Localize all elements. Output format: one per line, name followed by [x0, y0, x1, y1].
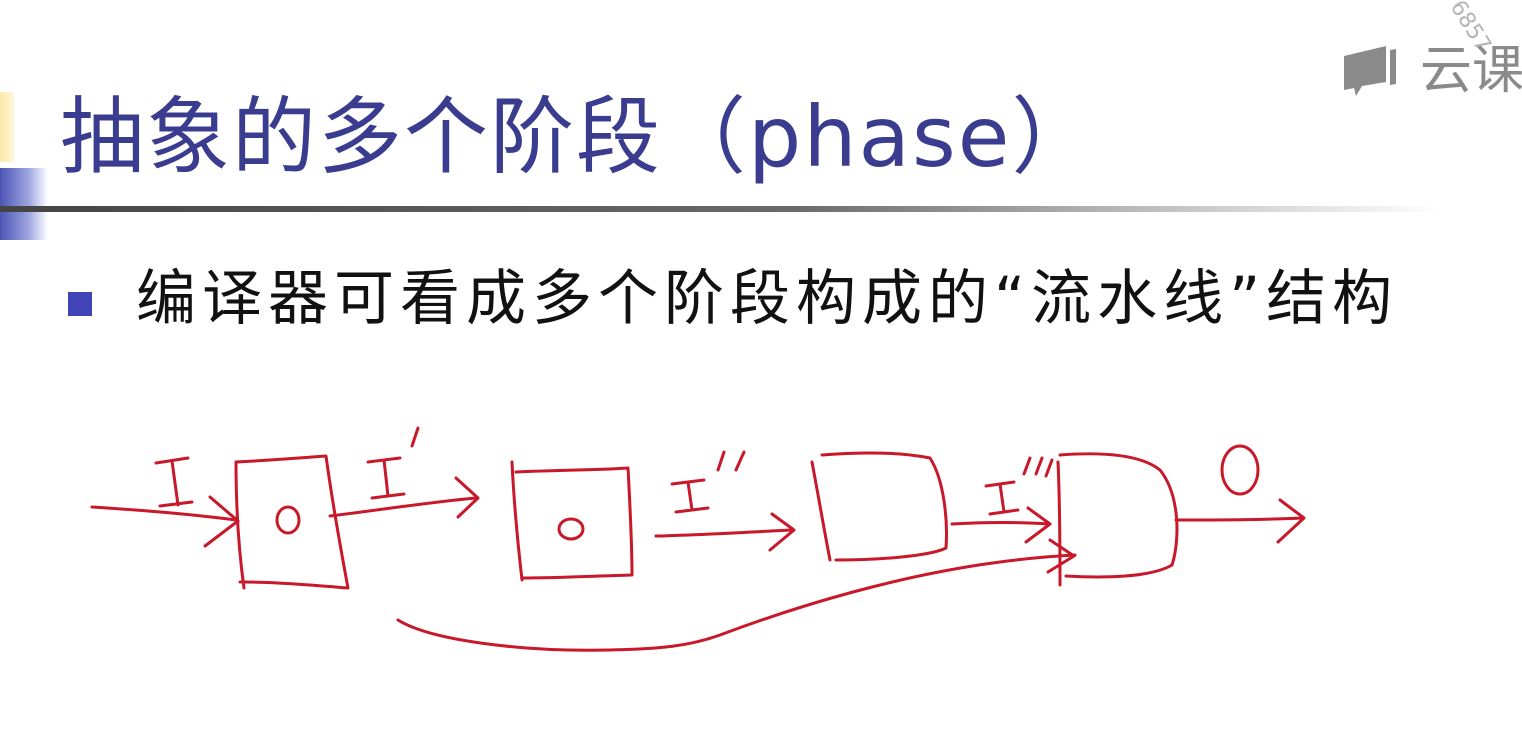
phase-box-1 [234, 454, 350, 590]
arrow-2 [654, 528, 794, 538]
brand-logo: 云课 [1340, 36, 1522, 106]
arrow-1 [328, 496, 478, 518]
title-divider [0, 206, 1440, 212]
box-2-mark [557, 517, 585, 541]
label-i-prime [366, 426, 420, 500]
label-o [1220, 444, 1260, 496]
output-arrow-head [1276, 498, 1306, 544]
title-accent-blue [0, 168, 48, 240]
slide-title: 抽象的多个阶段（phase） [60, 88, 1098, 186]
phase-box-4 [1056, 452, 1179, 587]
bullet-text: 编译器可看成多个阶段构成的“流水线”结构 [136, 264, 1399, 334]
label-i [154, 456, 194, 508]
input-arrow-head [203, 495, 240, 548]
chat-bubble-icon [1344, 46, 1396, 96]
label-i-triple-prime [984, 456, 1054, 516]
arrow-3 [950, 521, 1052, 526]
title-accent-light [0, 92, 14, 162]
brand-name: 云课 [1420, 41, 1522, 101]
label-i-double-prime [670, 450, 746, 514]
input-arrow [90, 505, 238, 522]
feedback-head [1046, 538, 1076, 574]
output-arrow [1174, 516, 1304, 522]
arrow-1-head [454, 476, 480, 519]
feedback-curve [396, 553, 1077, 652]
phase-box-3 [810, 451, 948, 562]
bullet-square-icon [68, 292, 92, 316]
phase-box-2 [510, 460, 634, 582]
arrow-3-head [1024, 506, 1052, 544]
arrow-2-head [768, 512, 796, 552]
box-1-mark [275, 505, 301, 535]
